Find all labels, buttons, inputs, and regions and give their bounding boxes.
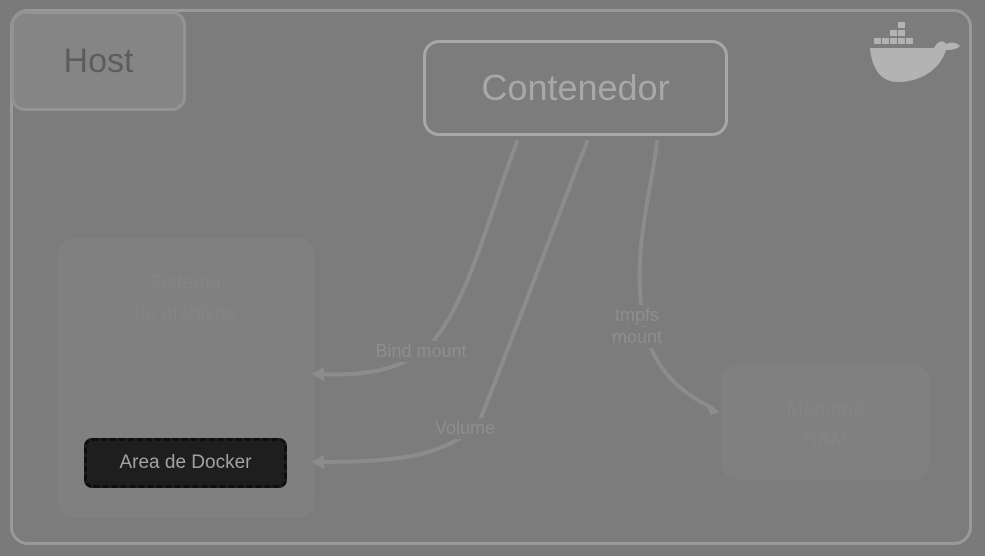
bind-mount-arrowhead [312,367,324,381]
volume-arrowhead [312,455,324,469]
memory-label-line2: RAM [803,428,848,450]
volume-arrow [318,140,589,464]
container-node: Contenedor [423,40,728,136]
tmpfs-arrow [637,140,714,410]
memory-panel [721,364,930,480]
docker-whale-icon [870,22,960,82]
filesystem-label-line1: Sistema [148,272,222,294]
filesystem-label-line2: de archivos [133,302,237,324]
volume-label: Volume [426,418,504,439]
bind-mount-label: Bind mount [366,341,476,362]
bind-mount-arrow [318,140,519,377]
host-label: Host [11,11,186,111]
tmpfs-arrowhead [706,402,720,415]
tmpfs-label-line1: tmpfs [602,305,672,326]
memory-label-line1: Memoria [786,398,865,420]
tmpfs-label-line2: mount [602,327,672,348]
docker-area: Area de Docker [84,438,287,488]
